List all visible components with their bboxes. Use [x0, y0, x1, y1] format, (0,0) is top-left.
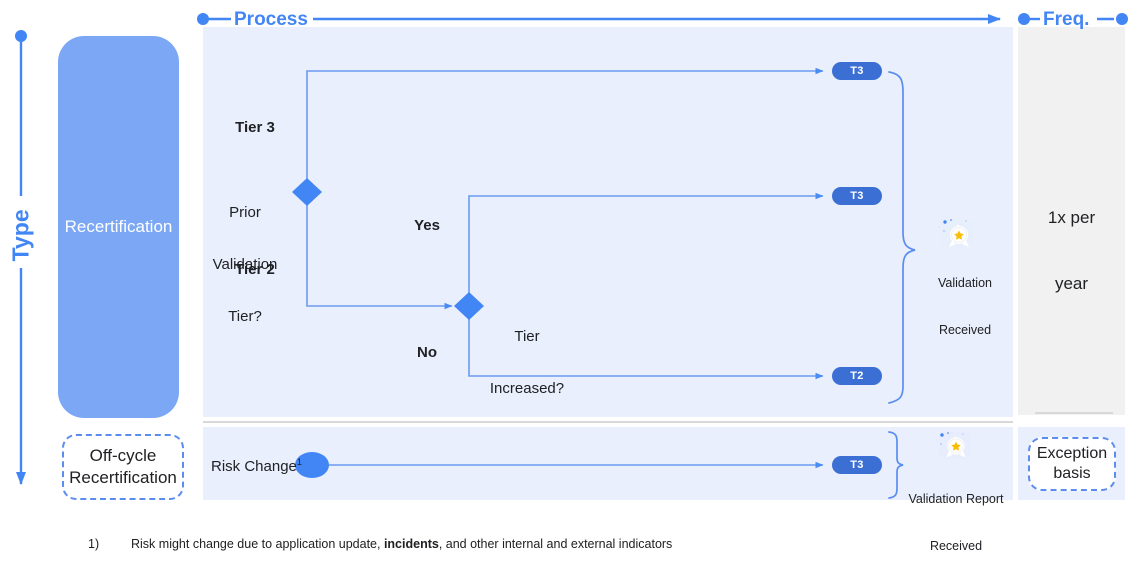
- frequency-axis-label: Freq.: [1043, 9, 1090, 30]
- branch-label-tier2: Tier 2: [235, 261, 275, 278]
- offcycle-connectors: [295, 452, 824, 478]
- flow-connectors: [306, 67, 824, 380]
- type-block-offcycle-line2: Recertification: [69, 468, 177, 487]
- award-star-icon-recertification: [938, 218, 974, 247]
- offcycle-outcome-line2: Received: [929, 539, 983, 554]
- decision-label-prior-validation-tier: Prior Validation Tier?: [206, 169, 284, 360]
- badge-t3-top[interactable]: [832, 62, 882, 80]
- offcycle-outcome-line1: Validation Report: [908, 492, 1004, 507]
- branch-label-yes: Yes: [414, 217, 440, 234]
- outcome-caption-line2: Received: [938, 323, 992, 338]
- flow-vector-layer: [15, 13, 1128, 499]
- award-star-icon-offcycle: [935, 431, 971, 458]
- branch-label-no: No: [417, 344, 437, 361]
- decision-diamond-tier-increased[interactable]: [454, 292, 484, 320]
- process-axis-label: Process: [234, 9, 308, 30]
- footnote-text-bold: incidents: [383, 537, 439, 551]
- decision-label-line1: Prior: [229, 203, 261, 221]
- frequency-panel-divider: [1035, 412, 1113, 414]
- frequency-exception-line2: basis: [1053, 465, 1091, 482]
- decision-label-tier-increased: Tier Increased?: [477, 293, 577, 432]
- badge-t3-middle[interactable]: [832, 187, 882, 205]
- process-axis: [197, 13, 1001, 25]
- frequency-exception-line1: Exception: [1036, 444, 1108, 462]
- decision-label-line2: Validation: [212, 255, 278, 273]
- recertification-brace: [888, 71, 916, 404]
- footnote-text-after: , and other internal and external indica…: [438, 537, 673, 551]
- frequency-panel-recertification: [1018, 27, 1125, 415]
- badge-label-t3-offcycle: T3: [850, 459, 864, 471]
- badge-label-t2-bottom: T2: [850, 370, 864, 382]
- footnote-text: Risk might change due to application upd…: [131, 537, 672, 551]
- offcycle-start-text: Risk Change: [211, 458, 297, 475]
- branch-label-tier3: Tier 3: [235, 119, 275, 136]
- diagram-canvas: Type Process Freq. Recertification Off-c…: [7, 9, 1128, 553]
- outcome-caption-validation-received: Validation Received: [915, 245, 1015, 370]
- type-block-recertification[interactable]: Recertification: [58, 36, 179, 418]
- offcycle-brace: [888, 431, 904, 499]
- type-block-offcycle-line1: Off-cycle: [89, 446, 157, 466]
- decision2-label-line1: Tier: [514, 327, 540, 345]
- frequency-axis: [1018, 13, 1128, 25]
- type-block-recertification-label: Recertification: [64, 217, 173, 236]
- badge-label-t3-top: T3: [850, 65, 864, 77]
- process-panel-recertification: [203, 27, 1013, 417]
- badge-t3-offcycle[interactable]: [832, 456, 882, 474]
- frequency-value-exception-basis[interactable]: Exception basis: [1028, 437, 1116, 491]
- footnote-marker: 1): [88, 537, 100, 551]
- process-panel-divider: [203, 421, 1013, 423]
- decision-diamond-prior-validation-tier[interactable]: [292, 178, 322, 206]
- frequency-value-recertification: 1x per year: [1018, 163, 1125, 340]
- badge-t2-bottom[interactable]: [832, 367, 882, 385]
- footnote-text-before: Risk might change due to application upd…: [131, 537, 384, 551]
- frequency-value-line1: 1x per: [1047, 208, 1096, 228]
- outcome-caption-line1: Validation: [938, 276, 992, 291]
- offcycle-start-superscript: 1: [296, 457, 302, 467]
- type-block-offcycle-recertification[interactable]: Off-cycle Recertification: [62, 434, 184, 500]
- decision2-label-line2: Increased?: [489, 379, 565, 397]
- frequency-value-line2: year: [1054, 274, 1089, 294]
- type-axis: [15, 30, 27, 485]
- offcycle-start-label: Risk Change1: [211, 457, 302, 475]
- badge-label-t3-middle: T3: [850, 190, 864, 202]
- type-axis-label: Type: [7, 209, 34, 262]
- offcycle-outcome-caption: Validation Report Received: [890, 461, 1022, 586]
- decision-label-line3: Tier?: [228, 308, 262, 326]
